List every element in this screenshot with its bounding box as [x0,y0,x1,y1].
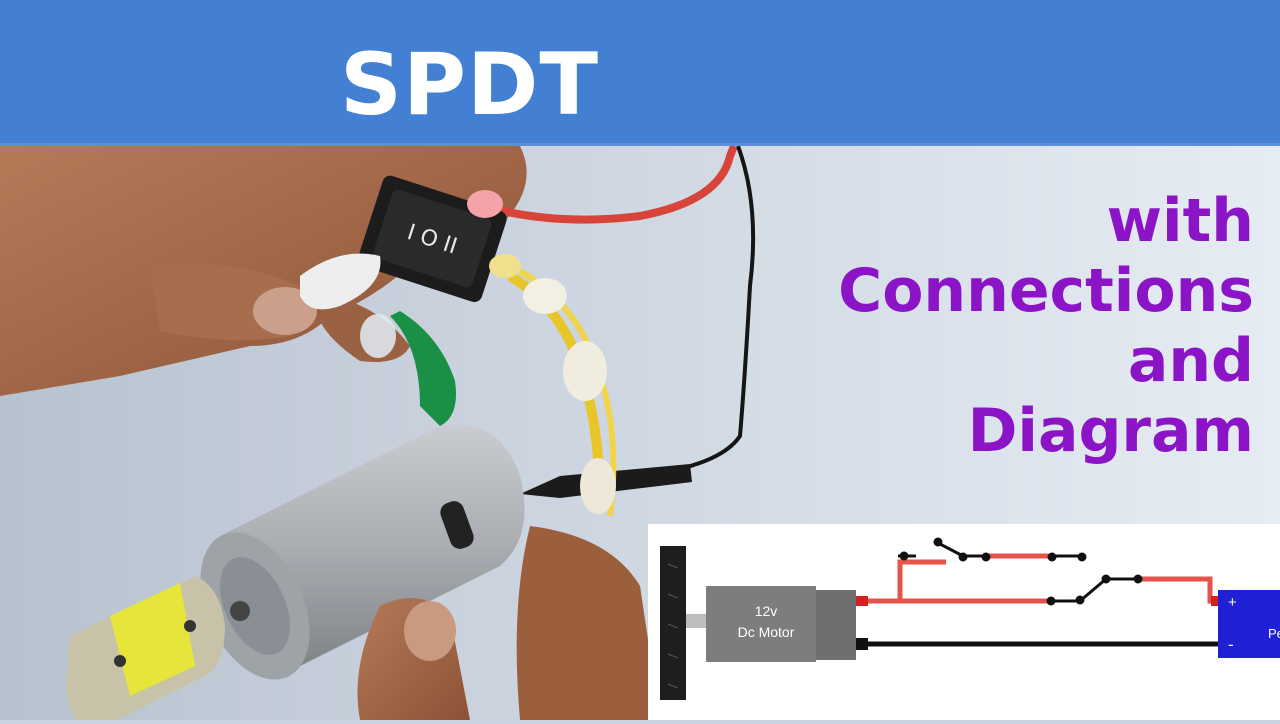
subtitle-line-4: Diagram [967,396,1254,466]
motor-label-voltage: 12v [755,603,778,619]
subtitle: with Connections and Diagram [784,186,1254,466]
circuit-diagram: 12v Dc Motor [648,524,1280,720]
red-wires [856,553,1218,604]
circuit-diagram-svg: 12v Dc Motor [660,537,1280,700]
motor-body [706,586,816,662]
dc-motor [200,424,525,680]
tape-wraps [523,278,616,514]
battery-label: Pe [1268,626,1280,641]
shaft-coupler [66,576,225,720]
lower-hand [357,526,660,720]
battery-plus: + [1228,594,1237,611]
red-wire [489,146,738,224]
motor-shaft [660,546,686,700]
battery-minus: - [1228,635,1234,654]
white-sleeve [300,253,381,310]
pink-sleeve [467,190,503,218]
motor-axle [686,614,708,628]
spdt-switch-top [898,537,1087,562]
spdt-switch-bottom [1046,574,1143,606]
black-wire [559,146,756,493]
subtitle-line-1: with [1106,186,1254,256]
motor-endcap [816,590,856,660]
title-banner: SPDT switch [0,0,1280,245]
subtitle-line-3: and [1127,326,1254,396]
green-clip [390,311,456,426]
subtitle-line-2: Connections [838,256,1254,326]
battery [1218,590,1280,658]
motor-label-type: Dc Motor [738,624,795,640]
